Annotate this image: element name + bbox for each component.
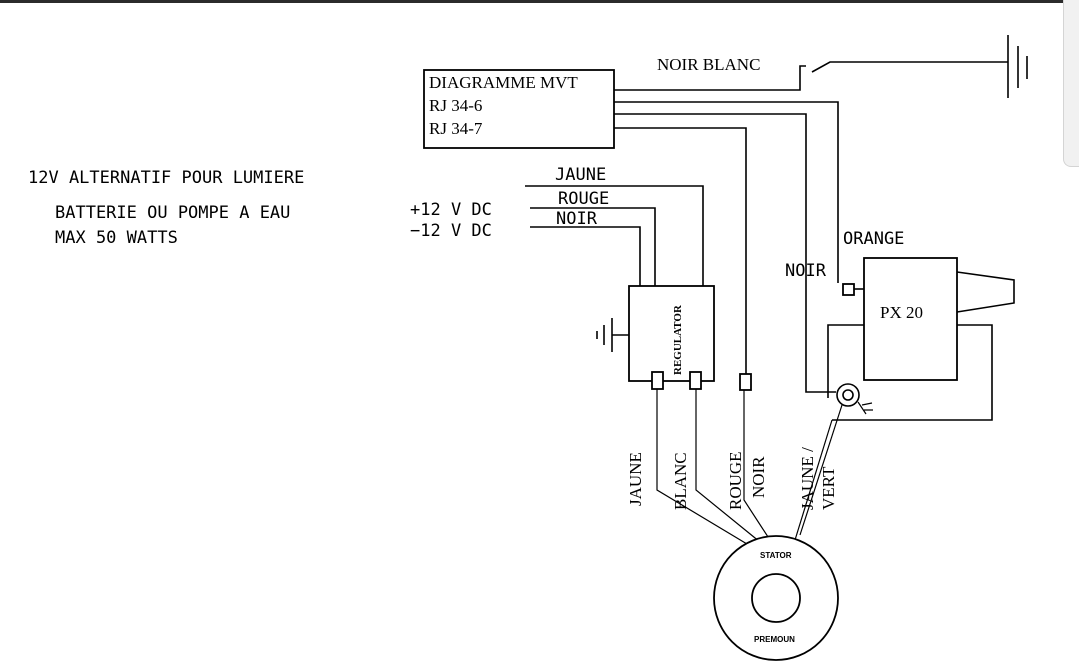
- spark-plug-cap-icon: [836, 383, 873, 415]
- label-wire-jaune: JAUNE: [626, 452, 645, 506]
- ignition-coil-icon: [956, 271, 1015, 313]
- wire-jaune-stator: [656, 389, 753, 548]
- px20-box: [863, 257, 958, 381]
- label-noir-right: NOIR: [785, 261, 827, 281]
- wire-noir-top: [530, 226, 641, 286]
- label-minus12: −12 V DC: [410, 221, 492, 241]
- mvt-rj2: RJ 34-7: [429, 119, 483, 138]
- label-noir-top: NOIR: [556, 209, 598, 229]
- wire-px20-loop-left: [827, 324, 864, 398]
- wire-px20-loop-right: [832, 324, 993, 421]
- label-orange: ORANGE: [843, 229, 904, 249]
- regulator-connector-right: [689, 371, 702, 390]
- mvt-rj1: RJ 34-6: [429, 96, 482, 115]
- label-rouge-top: ROUGE: [558, 189, 609, 209]
- label-wire-blanc: BLANC: [671, 452, 690, 510]
- label-wire-jaune-vert-1: JAUNE /: [798, 447, 817, 510]
- connector-rouge-noir: [739, 373, 752, 391]
- label-plus12: +12 V DC: [410, 200, 492, 220]
- label-alt-line3: MAX 50 WATTS: [55, 228, 178, 248]
- label-wire-noir: NOIR: [749, 456, 768, 498]
- window-top-strip: [0, 0, 1079, 3]
- wire-blanc-stator: [695, 389, 761, 543]
- wire-px20-stator: [794, 419, 833, 541]
- ground-symbol-regulator: [596, 318, 629, 352]
- label-stator: STATOR: [760, 551, 792, 560]
- px20-connector: [842, 283, 855, 296]
- regulator-connector-left: [651, 371, 664, 390]
- mvt-box: [423, 69, 615, 149]
- wire-mvt-rj34-6: [614, 113, 836, 393]
- wire-mvt-to-px20: [614, 101, 839, 283]
- label-alt-line1: 12V ALTERNATIF POUR LUMIERE: [28, 168, 304, 188]
- ground-symbol-top: [1007, 35, 1028, 98]
- label-wire-jaune-vert-2: VERT: [819, 466, 838, 510]
- mvt-title: DIAGRAMME MVT: [429, 73, 578, 92]
- wire-mvt-rj34-7: [614, 127, 747, 374]
- wire-rouge-top: [530, 207, 656, 286]
- label-jaune-top: JAUNE: [555, 165, 606, 185]
- wire-jaune-top: [525, 185, 704, 286]
- label-px20: PX 20: [880, 303, 923, 322]
- wire-jaunevert-stator: [799, 404, 843, 536]
- label-noir-blanc: NOIR BLANC: [657, 55, 760, 74]
- label-wire-rouge: ROUGE: [726, 451, 745, 510]
- label-regulator: REGULATOR: [672, 304, 684, 375]
- label-premoun: PREMOUN: [754, 635, 795, 644]
- wire-noir-blanc: [614, 61, 1008, 91]
- wire-rouge-stator: [743, 390, 771, 541]
- regulator-box: [628, 285, 715, 382]
- scrollbar-tab[interactable]: [1063, 0, 1079, 167]
- label-alt-line2: BATTERIE OU POMPE A EAU: [55, 203, 290, 223]
- stator: [713, 535, 839, 661]
